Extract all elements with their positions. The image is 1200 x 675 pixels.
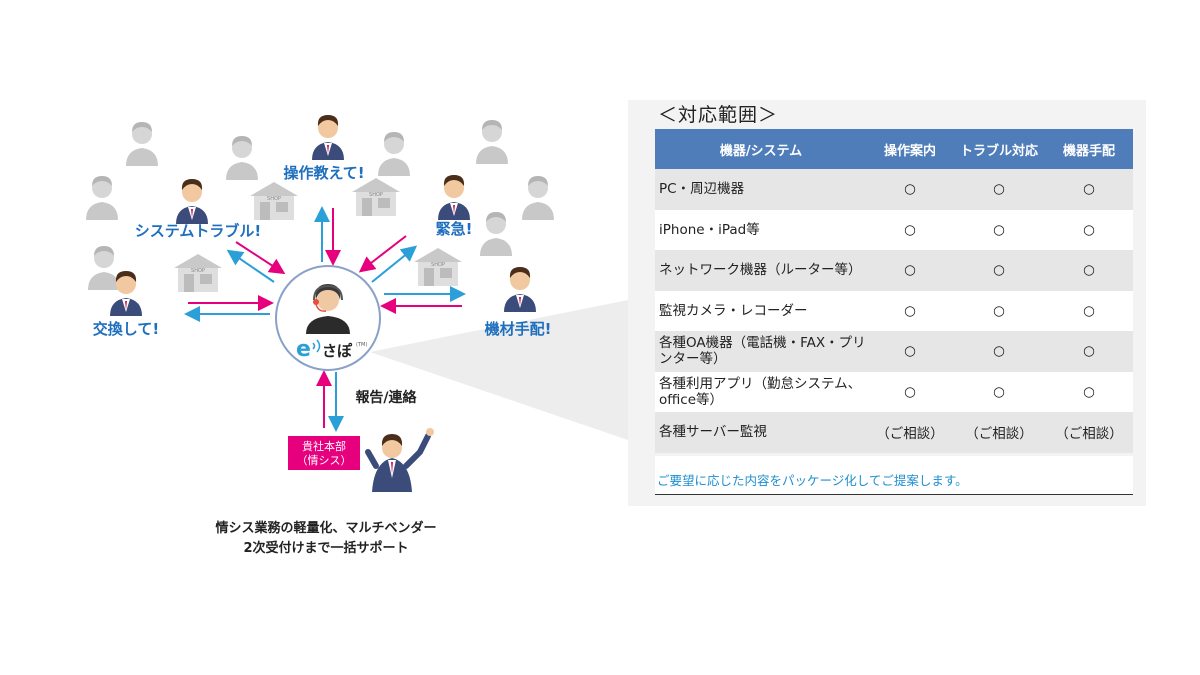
trouble-mark: ○ — [953, 290, 1045, 331]
person-icon — [504, 267, 536, 312]
person-icon — [438, 175, 470, 220]
trouble-mark: ○ — [953, 331, 1045, 372]
operation-mark: ○ — [867, 371, 953, 412]
trouble-mark: （ご相談） — [953, 412, 1045, 453]
table-row: iPhone・iPad等 ○ ○ ○ — [655, 209, 1133, 250]
table-header-row: 機器/システム 操作案内 トラブル対応 機器手配 — [655, 129, 1133, 169]
person-icon — [312, 115, 344, 160]
operation-mark: ○ — [867, 331, 953, 372]
header-procure: 機器手配 — [1045, 129, 1133, 169]
header-device: 機器/システム — [655, 129, 867, 169]
shop-icon: SHOP — [414, 248, 462, 286]
device-name: 監視カメラ・レコーダー — [655, 290, 867, 331]
proposal-note: ご要望に応じた内容をパッケージ化してご提案します。 — [657, 473, 968, 488]
caption-line2: 2次受付けまで一括サポート — [243, 540, 408, 556]
trouble-mark: ○ — [953, 209, 1045, 250]
label-report: 報告/連絡 — [355, 389, 417, 406]
procure-mark: ○ — [1045, 169, 1133, 210]
device-name: 各種OA機器（電話機・FAX・プリンター等） — [655, 331, 867, 372]
device-name: 各種利用アプリ（勤怠システム、office等） — [655, 371, 867, 412]
operation-mark: ○ — [867, 169, 953, 210]
shop-icon: SHOP — [174, 254, 222, 292]
trouble-mark: ○ — [953, 250, 1045, 291]
hq-box: 貴社本部 （情シス） — [288, 436, 360, 470]
label-exchange: 交換して! — [93, 320, 159, 338]
device-name: PC・周辺機器 — [655, 169, 867, 210]
operation-mark: ○ — [867, 209, 953, 250]
svg-text:（情シス）: （情シス） — [297, 454, 352, 467]
table-row: 各種OA機器（電話機・FAX・プリンター等） ○ ○ ○ — [655, 331, 1133, 372]
esapo-logo: e さぽ (TM) — [296, 337, 367, 362]
header-trouble: トラブル対応 — [953, 129, 1045, 169]
label-procure: 機材手配! — [485, 320, 552, 338]
device-name: 各種サーバー監視 — [655, 412, 867, 453]
header-operation: 操作案内 — [867, 129, 953, 169]
procure-mark: ○ — [1045, 250, 1133, 291]
table-row: 各種利用アプリ（勤怠システム、office等） ○ ○ ○ — [655, 371, 1133, 412]
device-name: ネットワーク機器（ルーター等） — [655, 250, 867, 291]
shop-icons: SHOP SHOP SHOP SHOP — [174, 178, 462, 292]
svg-text:貴社本部: 貴社本部 — [302, 439, 346, 453]
device-name: iPhone・iPad等 — [655, 209, 867, 250]
svg-text:SHOP: SHOP — [267, 196, 281, 202]
svg-text:(TM): (TM) — [356, 342, 367, 348]
manager-icon — [365, 428, 434, 492]
procure-mark: ○ — [1045, 371, 1133, 412]
procure-mark: ○ — [1045, 290, 1133, 331]
svg-text:SHOP: SHOP — [431, 262, 445, 268]
trouble-mark: ○ — [953, 169, 1045, 210]
request-arrows — [184, 206, 466, 432]
support-center: e さぽ (TM) — [275, 265, 381, 371]
trouble-mark: ○ — [953, 371, 1045, 412]
panel-title: ＜対応範囲＞ — [658, 104, 779, 126]
label-trouble: システムトラブル! — [135, 222, 261, 240]
support-scope-table: 機器/システム 操作案内 トラブル対応 機器手配 PC・周辺機器 ○ ○ ○ i… — [655, 129, 1133, 453]
svg-text:e: e — [296, 337, 311, 362]
table-row: ネットワーク機器（ルーター等） ○ ○ ○ — [655, 250, 1133, 291]
svg-text:さぽ: さぽ — [322, 342, 353, 360]
caption-line1: 情シス業務の軽量化、マルチベンダー — [215, 520, 436, 536]
shop-icon: SHOP — [352, 178, 400, 216]
procure-mark: ○ — [1045, 331, 1133, 372]
operator-icon — [306, 284, 350, 334]
person-icon — [176, 179, 208, 224]
svg-text:SHOP: SHOP — [369, 192, 383, 198]
table-row: 監視カメラ・レコーダー ○ ○ ○ — [655, 290, 1133, 331]
callout-wedge — [370, 300, 628, 440]
operation-mark: ○ — [867, 250, 953, 291]
shop-icon: SHOP — [250, 182, 298, 220]
operation-mark: ○ — [867, 290, 953, 331]
operation-mark: （ご相談） — [867, 412, 953, 453]
procure-mark: ○ — [1045, 209, 1133, 250]
table-row: 各種サーバー監視 （ご相談） （ご相談） （ご相談） — [655, 412, 1133, 453]
svg-text:SHOP: SHOP — [191, 268, 205, 274]
proposal-note-row: ご要望に応じた内容をパッケージ化してご提案します。 — [655, 456, 1133, 495]
label-urgent: 緊急! — [436, 220, 473, 238]
table-row: PC・周辺機器 ○ ○ ○ — [655, 169, 1133, 210]
procure-mark: （ご相談） — [1045, 412, 1133, 453]
label-teach: 操作教えて! — [283, 164, 364, 182]
